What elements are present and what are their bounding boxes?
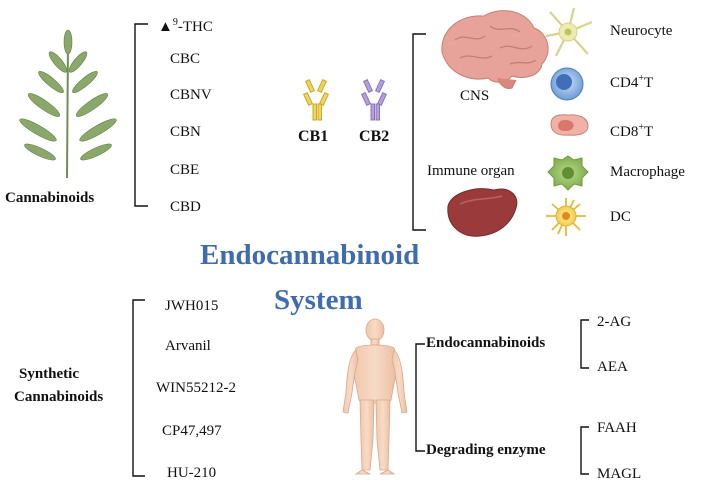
cd8-t-cell-icon	[550, 114, 589, 136]
cd4-superscript: +	[638, 73, 644, 84]
macrophage-icon	[547, 155, 589, 191]
synthetic-bracket	[132, 299, 145, 477]
immune-organ-label: Immune organ	[427, 163, 515, 179]
cell-label-cd4t: CD4+T	[610, 70, 653, 92]
human-body-icon	[342, 318, 408, 475]
cell-label-neurocyte: Neurocyte	[610, 23, 673, 39]
cd4-t-cell-icon	[550, 67, 584, 101]
cns-label: CNS	[460, 88, 490, 104]
human-bracket	[415, 343, 425, 452]
cb1-receptor-icon	[302, 79, 330, 121]
system-title-line2: System	[274, 284, 363, 316]
cd8-superscript: +	[638, 122, 644, 133]
synthetic-item-arvanil: Arvanil	[165, 338, 211, 354]
cell-label-dc: DC	[610, 209, 631, 225]
synthetic-item-win55212-2: WIN55212-2	[156, 380, 236, 396]
cannabis-leaf-icon	[19, 29, 117, 179]
cb2-label: CB2	[359, 128, 390, 145]
cannabinoid-item-cbn: CBN	[170, 124, 201, 140]
synthetic-item-cp47497: CP47,497	[162, 423, 222, 439]
cell-label-macrophage: Macrophage	[610, 164, 685, 180]
cannabinoid-item-thc: ▲9-THC	[158, 14, 213, 36]
triangle-marker-icon: ▲	[158, 19, 173, 35]
brain-icon	[441, 10, 549, 89]
delta-superscript: 9	[172, 17, 178, 28]
endo-item-aea: AEA	[597, 359, 628, 375]
organs-bracket	[412, 33, 426, 231]
endocannabinoids-label: Endocannabinoids	[426, 335, 546, 351]
cb2-receptor-icon	[360, 79, 388, 121]
cd4-text: CD4	[610, 75, 639, 91]
cannabinoid-item-cbc: CBC	[170, 51, 201, 67]
cell-label-cd8t: CD8+T	[610, 119, 653, 141]
cd4-suffix: T	[643, 75, 654, 91]
cannabinoids-label: Cannabinoids	[5, 190, 95, 206]
degrading-enzyme-label: Degrading enzyme	[426, 442, 546, 458]
spleen-icon	[447, 188, 518, 237]
cannabinoid-item-cbd: CBD	[170, 199, 201, 215]
neurocyte-icon	[545, 7, 593, 57]
enzyme-item-faah: FAAH	[597, 420, 637, 436]
cannabinoid-item-cbnv: CBNV	[170, 87, 212, 103]
cb1-label: CB1	[298, 128, 329, 145]
synthetic-item-jwh015: JWH015	[165, 298, 219, 314]
endo-bracket	[580, 319, 589, 369]
system-title-line1: Endocannabinoid	[200, 239, 420, 271]
dendritic-cell-icon	[546, 198, 586, 236]
cd8-text: CD8	[610, 124, 639, 140]
enzyme-item-magl: MAGL	[597, 466, 642, 482]
synthetic-label-line2: Cannabinoids	[14, 389, 104, 405]
cannabinoids-bracket	[134, 23, 148, 207]
cannabinoid-item-cbe: CBE	[170, 162, 200, 178]
thc-text: -THC	[177, 19, 213, 35]
cd8-suffix: T	[643, 124, 654, 140]
enzymes-bracket	[580, 426, 589, 475]
endo-item-2ag: 2-AG	[597, 314, 632, 330]
synthetic-item-hu210: HU-210	[167, 465, 217, 481]
synthetic-label-line1: Synthetic	[19, 366, 79, 382]
